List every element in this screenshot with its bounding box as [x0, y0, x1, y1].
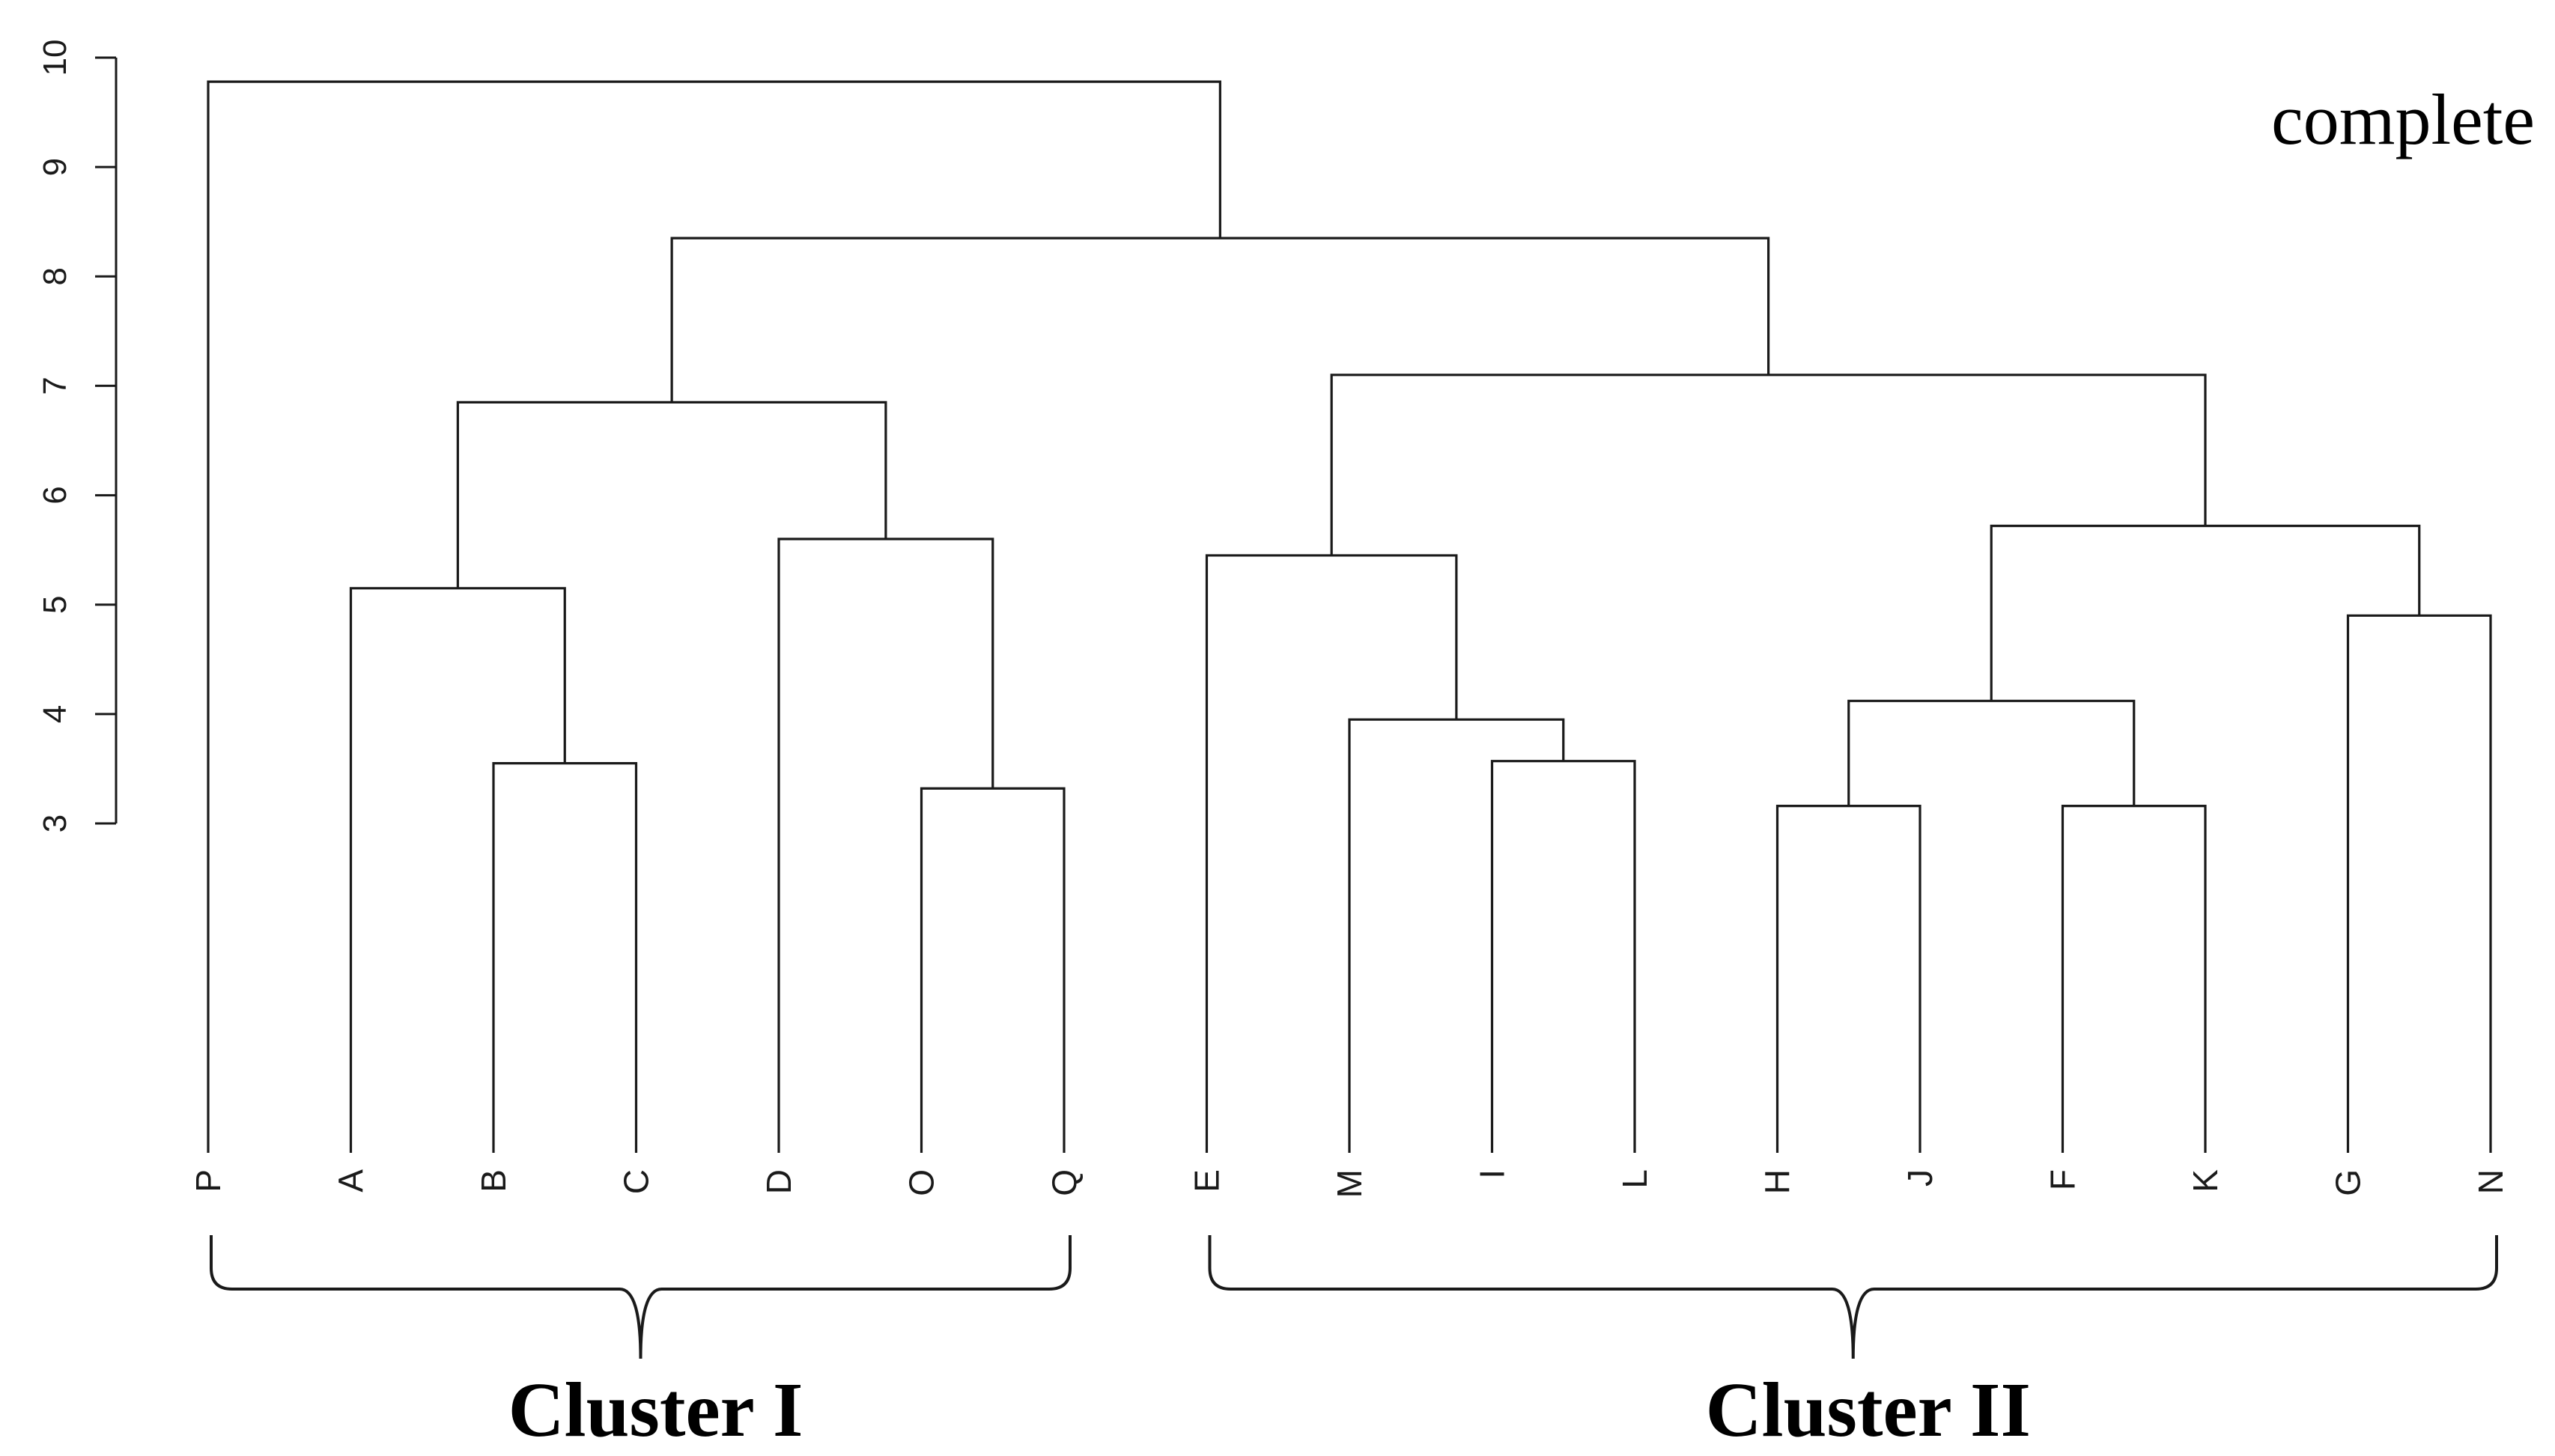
- y-axis: 3 4 5 6 7 8 9 10: [37, 40, 118, 832]
- dendrogram-link: [777, 537, 994, 1153]
- y-tick-label: 9: [37, 158, 73, 176]
- leaf-label: K: [2186, 1169, 2225, 1192]
- cluster-label: Cluster I: [508, 1367, 803, 1453]
- dendrogram-link: [1990, 524, 2421, 701]
- leaf-label: O: [902, 1169, 941, 1196]
- method-label: complete: [2271, 79, 2535, 159]
- dendrogram-link: [2346, 614, 2492, 1153]
- dendrogram-link: [1847, 699, 2136, 806]
- leaf-label: L: [1615, 1169, 1654, 1189]
- y-tick-label: 5: [37, 595, 73, 613]
- dendrogram-link: [349, 587, 566, 1153]
- y-tick-label: 7: [37, 377, 73, 395]
- leaf-label: H: [1758, 1169, 1797, 1194]
- dendrogram-link: [2061, 805, 2207, 1153]
- dendrogram-link: [1348, 718, 1565, 1153]
- cluster-brace: [210, 1235, 1072, 1359]
- cluster-braces: Cluster I Cluster II: [210, 1235, 2498, 1453]
- y-tick-label: 3: [37, 814, 73, 832]
- leaf-label: D: [759, 1169, 798, 1194]
- leaf-label: B: [474, 1169, 513, 1192]
- dendrogram-link: [920, 787, 1066, 1153]
- cluster-label: Cluster II: [1706, 1367, 2031, 1453]
- dendrogram-link: [1330, 374, 2207, 555]
- leaf-label: N: [2471, 1169, 2510, 1194]
- leaf-label: I: [1473, 1169, 1512, 1179]
- dendrogram-link: [670, 237, 1770, 403]
- leaf-label: A: [332, 1169, 371, 1192]
- leaf-label: C: [617, 1169, 656, 1194]
- dendrogram-link: [492, 762, 638, 1153]
- cluster-brace: [1208, 1235, 2498, 1359]
- leaf-label: E: [1188, 1169, 1227, 1192]
- leaf-label: M: [1330, 1169, 1369, 1198]
- dendrogram-link: [1490, 760, 1636, 1153]
- leaf-label: J: [1901, 1169, 1939, 1187]
- leaf-label: Q: [1045, 1169, 1084, 1196]
- dendrogram-links: [207, 80, 2492, 1153]
- y-tick-label: 6: [37, 486, 73, 504]
- y-tick-label: 8: [37, 267, 73, 285]
- dendrogram-link: [456, 400, 887, 588]
- y-tick-label: 4: [37, 705, 73, 723]
- dendrogram-link: [1775, 805, 1921, 1153]
- y-tick-label: 10: [37, 40, 73, 76]
- dendrogram-link: [207, 80, 1221, 1153]
- leaf-label: G: [2329, 1169, 2368, 1196]
- leaf-label: F: [2044, 1169, 2082, 1190]
- dendrogram-link: [1205, 554, 1458, 1153]
- leaf-label: P: [189, 1169, 228, 1192]
